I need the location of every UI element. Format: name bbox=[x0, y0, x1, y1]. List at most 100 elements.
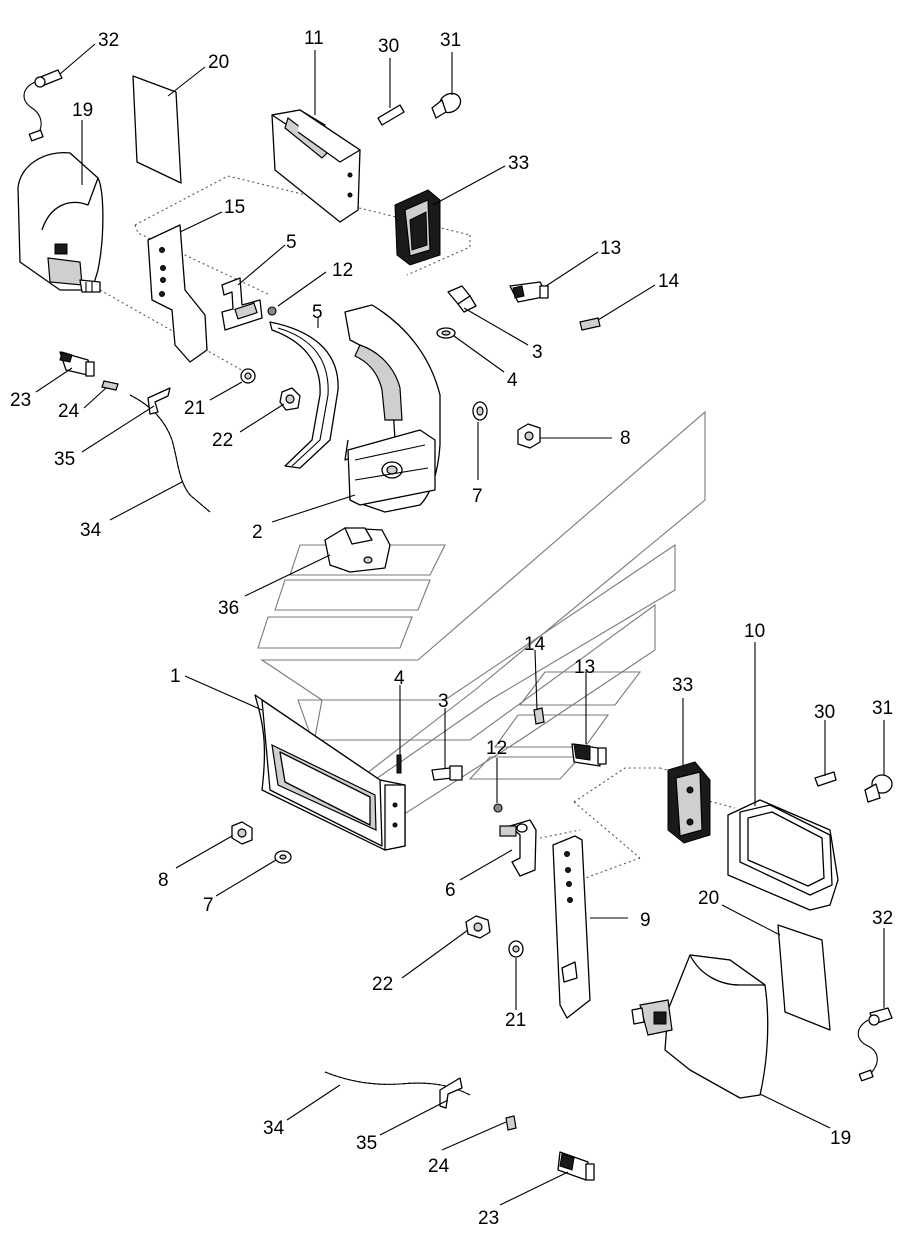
nut-part-22-top bbox=[279, 387, 301, 411]
bezel-part-1-bottom bbox=[254, 694, 406, 851]
screw-part-3-bottom bbox=[431, 765, 463, 781]
label-22-bottom: 22 bbox=[372, 974, 393, 995]
label-6-bottom: 6 bbox=[445, 880, 456, 901]
label-3-bottom: 3 bbox=[438, 691, 449, 712]
bracket-part-15-top bbox=[147, 224, 208, 363]
pin-part-30-top bbox=[377, 104, 405, 126]
label-4-bottom: 4 bbox=[394, 668, 405, 689]
connector-part-23-top bbox=[59, 351, 95, 377]
label-34-bottom: 34 bbox=[263, 1118, 285, 1139]
nut-part-8-top bbox=[517, 423, 541, 449]
label-30-top: 30 bbox=[378, 36, 399, 57]
label-32-top: 32 bbox=[98, 30, 119, 51]
label-23-top: 23 bbox=[10, 390, 31, 411]
clip-part-35-bottom bbox=[439, 1077, 463, 1109]
label-33-top: 33 bbox=[508, 153, 529, 174]
label-4-top: 4 bbox=[507, 370, 518, 391]
label-7-bottom: 7 bbox=[203, 895, 214, 916]
label-20-top: 20 bbox=[208, 52, 229, 73]
washer-part-21-bottom bbox=[508, 940, 524, 958]
label-30-bottom: 30 bbox=[814, 702, 835, 723]
mounting-bracket-part-5-top bbox=[221, 277, 263, 331]
gasket-part-33-bottom bbox=[667, 761, 711, 844]
connector-part-13-top bbox=[509, 281, 549, 303]
lamp-body-part-11-top bbox=[271, 109, 361, 223]
label-15-top: 15 bbox=[224, 197, 245, 218]
label-31-bottom: 31 bbox=[872, 698, 893, 719]
label-8-bottom: 8 bbox=[158, 870, 169, 891]
label-33-bottom: 33 bbox=[672, 675, 693, 696]
seal-strip-part-5b-top bbox=[269, 321, 339, 469]
nut-part-12-top bbox=[267, 306, 277, 316]
terminal-part-14-bottom bbox=[533, 707, 545, 725]
label-12-top: 12 bbox=[332, 260, 353, 281]
label-12-bottom: 12 bbox=[486, 738, 507, 759]
clip-part-35-top bbox=[147, 387, 171, 415]
nut-part-22-bottom bbox=[465, 915, 491, 939]
label-21-top: 21 bbox=[184, 398, 205, 419]
label-24-top: 24 bbox=[58, 401, 80, 422]
label-1-bottom: 1 bbox=[170, 666, 181, 687]
washer-part-4-top bbox=[436, 327, 456, 339]
lens-part-20-top bbox=[132, 75, 182, 184]
connector-part-23-bottom bbox=[557, 1151, 595, 1181]
pin-part-4-bottom bbox=[396, 754, 402, 774]
bracket-part-9-bottom bbox=[552, 835, 591, 1019]
label-8-top: 8 bbox=[620, 428, 631, 449]
label-9-bottom: 9 bbox=[640, 910, 651, 931]
label-13-top: 13 bbox=[600, 238, 621, 259]
block-part-36 bbox=[324, 527, 391, 573]
bulb-socket-wire-part-32-top bbox=[23, 69, 63, 142]
screw-part-3-top bbox=[447, 285, 477, 313]
labels-top: 32 20 11 30 31 19 15 33 5 12 13 14 5 3 4… bbox=[10, 28, 680, 619]
label-35-top: 35 bbox=[54, 449, 75, 470]
bezel-part-2-top bbox=[344, 304, 441, 513]
label-22-top: 22 bbox=[212, 430, 233, 451]
washer-part-7-bottom bbox=[274, 850, 292, 864]
label-23-bottom: 23 bbox=[478, 1208, 499, 1229]
label-35-bottom: 35 bbox=[356, 1133, 377, 1154]
label-21-bottom: 21 bbox=[505, 1010, 526, 1031]
label-10-bottom: 10 bbox=[744, 621, 765, 642]
mounting-bracket-part-6-bottom bbox=[499, 819, 537, 877]
label-14-bottom: 14 bbox=[524, 634, 546, 655]
label-31-top: 31 bbox=[440, 30, 461, 51]
assembly-guide-lines bbox=[99, 175, 736, 881]
label-5-top-b: 5 bbox=[312, 302, 323, 323]
lamp-housing-part-19-bottom bbox=[631, 954, 769, 1099]
label-7-top: 7 bbox=[472, 486, 483, 507]
label-5-top-a: 5 bbox=[286, 232, 297, 253]
wire-harness-part-34-top bbox=[129, 394, 211, 513]
washer-part-7-top bbox=[472, 401, 488, 421]
label-34-top: 34 bbox=[80, 520, 102, 541]
label-19-top: 19 bbox=[72, 100, 93, 121]
nut-part-8-bottom bbox=[231, 821, 253, 845]
label-24-bottom: 24 bbox=[428, 1156, 450, 1177]
label-36: 36 bbox=[218, 598, 239, 619]
bulb-socket-wire-part-32-bottom bbox=[857, 1007, 893, 1082]
label-13-bottom: 13 bbox=[574, 657, 595, 678]
terminal-part-14-top bbox=[579, 317, 601, 331]
label-3-top: 3 bbox=[532, 342, 543, 363]
connector-part-13-bottom bbox=[571, 743, 607, 767]
lamp-housing-part-19-top bbox=[17, 152, 104, 293]
bulb-part-31-bottom bbox=[864, 774, 893, 803]
terminal-part-24-bottom bbox=[505, 1115, 517, 1131]
washer-part-21-top bbox=[240, 368, 256, 384]
nut-part-12-bottom bbox=[493, 803, 503, 813]
label-32-bottom: 32 bbox=[872, 908, 893, 929]
leader-lines bbox=[35, 43, 885, 1206]
label-19-bottom: 19 bbox=[830, 1128, 851, 1149]
lamp-body-part-10-bottom bbox=[727, 799, 839, 911]
gasket-part-33-top bbox=[394, 189, 441, 266]
terminal-part-24-top bbox=[101, 380, 119, 391]
pin-part-30-bottom bbox=[814, 771, 837, 787]
label-14-top: 14 bbox=[658, 271, 680, 292]
label-11-top: 11 bbox=[304, 28, 324, 49]
labels-bottom: 1 14 13 10 4 3 33 30 31 12 8 6 9 7 20 32… bbox=[158, 621, 893, 1229]
bulb-part-31-top bbox=[431, 92, 462, 119]
label-2-top: 2 bbox=[252, 522, 263, 543]
lens-part-20-bottom bbox=[777, 924, 831, 1031]
label-20-bottom: 20 bbox=[698, 888, 719, 909]
